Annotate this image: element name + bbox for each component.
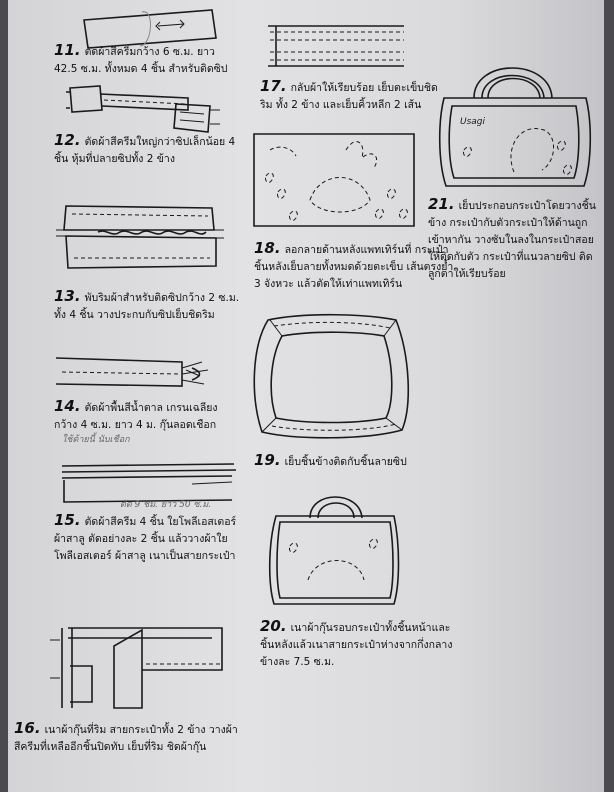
finished-handbag-illustration: Usagi — [434, 52, 598, 192]
step-16: 16.เนาผ้ากุ๊นที่ริม สายกระเป๋าทั้ง 2 ข้า… — [14, 720, 242, 756]
step-13: 13.พับริมผ้าสำหรับติดซิปกว้าง 2 ซ.ม. ทั้… — [54, 288, 248, 324]
handwritten-note: ใช้ด้ายนี้ นับเชือก — [62, 435, 130, 445]
strap-binding-illustration — [42, 616, 232, 716]
step-11: 11.ตัดผ้าสีครีมกว้าง 6 ซ.ม. ยาว 42.5 ซ.ม… — [54, 42, 234, 78]
step-18: 18.ลอกลายด้านหลังแพทเทิร์นที่ กระเป๋าชิ้… — [254, 240, 454, 293]
step-number: 11. — [54, 41, 81, 59]
step-15: 15.ตัดผ้าสีครีม 4 ชิ้น ใยโพลีเอสเตอร์ ผ้… — [54, 512, 246, 565]
framed-side-panel-illustration — [246, 306, 416, 446]
step-number: 13. — [54, 287, 81, 305]
step-text: เย็บประกอบกระเป๋าโดยวางชิ้นข้าง กระเป๋าก… — [428, 200, 596, 280]
folded-zipper-assembly-illustration — [52, 200, 240, 276]
step-20: 20.เนาผ้ากุ๊นรอบกระเป๋าทั้งชิ้นหน้าและ ช… — [260, 618, 456, 671]
layered-strap-illustration — [52, 452, 242, 508]
step-text: ตัดผ้าสีครีมกว้าง 6 ซ.ม. ยาว 42.5 ซ.ม. ท… — [54, 46, 228, 75]
bag-panel-with-handle-illustration — [260, 494, 410, 612]
piping-cord-illustration — [52, 350, 222, 394]
handwritten-note: ตัด 9 ชม. ยาว 50 ซ.ม. — [120, 500, 212, 510]
step-19: 19.เย็บชิ้นข้างติดกับชิ้นลายซิป — [254, 452, 454, 471]
step-text: เนาผ้ากุ๊นรอบกระเป๋าทั้งชิ้นหน้าและ ชิ้น… — [260, 622, 453, 668]
step-14: 14.ตัดผ้าพื้นสีน้ำตาล เกรนเฉลียง กว้าง 4… — [54, 398, 244, 434]
step-text: ตัดผ้าสีครีมใหญ่กว่าซิปเล็กน้อย 4 ชิ้น ห… — [54, 136, 236, 165]
step-number: 21. — [428, 195, 455, 213]
step-text: เนาผ้ากุ๊นที่ริม สายกระเป๋าทั้ง 2 ข้าง ว… — [14, 724, 238, 753]
step-number: 15. — [54, 511, 81, 529]
topstitched-strap-illustration — [264, 20, 414, 72]
step-number: 17. — [260, 77, 287, 95]
step-12: 12.ตัดผ้าสีครีมใหญ่กว่าซิปเล็กน้อย 4 ชิ้… — [54, 132, 244, 168]
step-text: พับริมผ้าสำหรับติดซิปกว้าง 2 ซ.ม. ทั้ง 4… — [54, 292, 240, 321]
step-number: 16. — [14, 719, 41, 737]
zipper-end-tabs-illustration — [60, 80, 230, 134]
step-number: 18. — [254, 239, 281, 257]
step-text: ตัดผ้าพื้นสีน้ำตาล เกรนเฉลียง กว้าง 4 ซ.… — [54, 402, 218, 431]
step-text: ลอกลายด้านหลังแพทเทิร์นที่ กระเป๋าชิ้นหล… — [254, 244, 454, 290]
step-text: กลับผ้าให้เรียบร้อย เย็บตะเข็บชิดริม ทั้… — [260, 82, 438, 111]
instruction-page: 11.ตัดผ้าสีครีมกว้าง 6 ซ.ม. ยาว 42.5 ซ.ม… — [8, 0, 604, 792]
step-text: ตัดผ้าสีครีม 4 ชิ้น ใยโพลีเอสเตอร์ ผ้าสา… — [54, 516, 237, 562]
bag-logo-text: Usagi — [460, 117, 486, 127]
step-number: 20. — [260, 617, 287, 635]
step-number: 12. — [54, 131, 81, 149]
step-21: 21.เย็บประกอบกระเป๋าโดยวางชิ้นข้าง กระเป… — [428, 196, 604, 283]
step-17: 17.กลับผ้าให้เรียบร้อย เย็บตะเข็บชิดริม … — [260, 78, 440, 114]
step-number: 14. — [54, 397, 81, 415]
traced-pattern-panel-illustration — [250, 130, 418, 230]
step-number: 19. — [254, 451, 281, 469]
zipper-fabric-strip-illustration — [80, 6, 220, 50]
step-text: เย็บชิ้นข้างติดกับชิ้นลายซิป — [284, 456, 407, 468]
